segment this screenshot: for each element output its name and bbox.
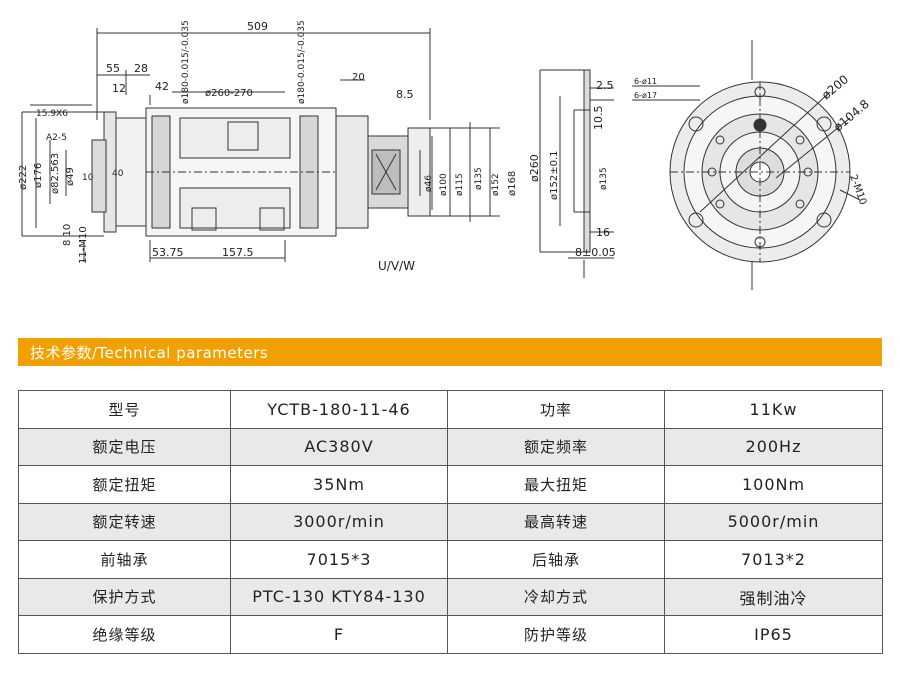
- dim-42: 42: [155, 80, 169, 93]
- param-value: 100Nm: [664, 465, 883, 504]
- param-value: YCTB-180-11-46: [230, 390, 448, 429]
- dim-222: ø222: [18, 165, 29, 190]
- dim-12: 12: [112, 82, 126, 95]
- dim-260-270: ø260-270: [205, 88, 253, 99]
- dim-104-8: ø104.8: [831, 97, 872, 135]
- param-value: PTC-130 KTY84-130: [230, 577, 448, 616]
- param-label: 绝缘等级: [18, 615, 231, 654]
- dim-2-m10: 2-M10: [847, 173, 868, 206]
- dim-11-m10: 11-M10: [78, 226, 89, 264]
- dim-20: 20: [352, 72, 365, 83]
- dim-168: ø168: [507, 171, 518, 196]
- param-value: 7015*3: [230, 540, 448, 579]
- param-label: 额定频率: [447, 427, 665, 466]
- dim-135-side: ø135: [474, 167, 484, 190]
- param-label: 前轴承: [18, 540, 231, 579]
- table-row: 型号 YCTB-180-11-46 功率 11Kw: [18, 390, 883, 429]
- table-row: 额定转速 3000r/min 最高转速 5000r/min: [18, 502, 883, 541]
- param-value: AC380V: [230, 427, 448, 466]
- param-value: 强制油冷: [664, 577, 883, 616]
- param-label: 型号: [18, 390, 231, 429]
- param-value: F: [230, 615, 448, 654]
- param-label: 额定电压: [18, 427, 231, 466]
- dim-6-17: 6-ø17: [634, 91, 657, 100]
- param-value: IP65: [664, 615, 883, 654]
- param-label: 额定扭矩: [18, 465, 231, 504]
- param-label: 保护方式: [18, 577, 231, 616]
- param-label: 功率: [447, 390, 665, 429]
- dim-uvw: U/V/W: [378, 259, 415, 273]
- dim-509: 509: [247, 20, 268, 33]
- dim-82-563: ø82.563: [50, 153, 61, 194]
- dim-157-5: 157.5: [222, 246, 254, 259]
- dim-176: ø176: [33, 163, 44, 188]
- dim-115: ø115: [455, 173, 465, 196]
- dim-135-mid: ø135: [599, 167, 609, 190]
- dim-46: ø46: [424, 175, 434, 192]
- param-label: 防护等级: [447, 615, 665, 654]
- param-value: 3000r/min: [230, 502, 448, 541]
- dim-200: ø200: [819, 72, 851, 102]
- param-label: 最大扭矩: [447, 465, 665, 504]
- section-title: 技术参数/Technical parameters: [30, 344, 269, 362]
- param-value: 5000r/min: [664, 502, 883, 541]
- dim-10-5: 10.5: [592, 106, 605, 131]
- dim-6-11: 6-ø11: [634, 77, 657, 86]
- param-value: 7013*2: [664, 540, 883, 579]
- dim-49: ø49: [65, 167, 76, 186]
- table-row: 额定电压 AC380V 额定频率 200Hz: [18, 427, 883, 466]
- dim-100: ø100: [439, 173, 449, 196]
- technical-drawing: 509 55 28 12 42 ø180-0.015/-0.035 ø260-2…: [18, 20, 872, 290]
- dim-40: 40: [112, 169, 124, 179]
- table-row: 前轴承 7015*3 后轴承 7013*2: [18, 540, 883, 579]
- dim-8-005: 8±0.05: [575, 246, 616, 259]
- dim-10: 10: [82, 173, 94, 183]
- param-value: 200Hz: [664, 427, 883, 466]
- param-label: 后轴承: [447, 540, 665, 579]
- parameters-table: 型号 YCTB-180-11-46 功率 11Kw 额定电压 AC380V 额定…: [18, 390, 883, 654]
- param-value: 35Nm: [230, 465, 448, 504]
- dim-8-10: 8 10: [62, 224, 73, 246]
- dim-260-mid: ø260: [528, 154, 541, 182]
- dim-180-right: ø180-0.015/-0.035: [297, 20, 307, 104]
- dim-180-left: ø180-0.015/-0.035: [181, 20, 191, 104]
- dim-152: ø152: [491, 173, 501, 196]
- dim-53-75: 53.75: [152, 246, 184, 259]
- dim-15-9: 15.9X6: [36, 109, 68, 119]
- param-value: 11Kw: [664, 390, 883, 429]
- dim-152-mid: ø152±0.1: [549, 151, 560, 201]
- table-row: 保护方式 PTC-130 KTY84-130 冷却方式 强制油冷: [18, 577, 883, 616]
- section-banner: 技术参数/Technical parameters: [18, 338, 882, 366]
- dim-8-5: 8.5: [396, 88, 414, 101]
- param-label: 冷却方式: [447, 577, 665, 616]
- dim-2-5: 2.5: [596, 79, 614, 92]
- table-row: 绝缘等级 F 防护等级 IP65: [18, 615, 883, 654]
- param-label: 最高转速: [447, 502, 665, 541]
- dim-a2: A2-5: [46, 133, 67, 143]
- dim-28: 28: [134, 62, 148, 75]
- param-label: 额定转速: [18, 502, 231, 541]
- dim-16: 16: [596, 226, 610, 239]
- table-row: 额定扭矩 35Nm 最大扭矩 100Nm: [18, 465, 883, 504]
- dim-55: 55: [106, 62, 120, 75]
